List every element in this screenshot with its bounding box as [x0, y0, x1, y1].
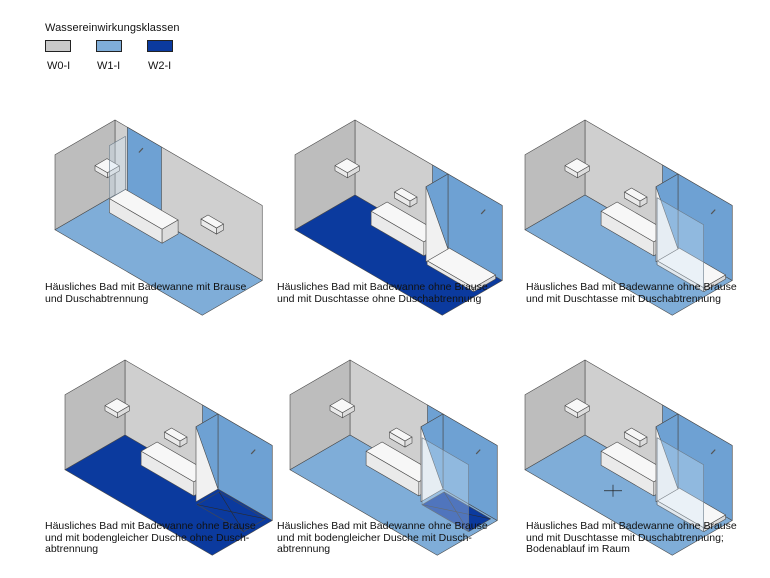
scene-6-illustration — [524, 359, 733, 556]
legend-label-w1: W1-I — [97, 60, 121, 72]
floor — [54, 194, 263, 316]
legend-label-w2: W2-I — [148, 60, 172, 72]
legend-swatch-w0 — [45, 40, 71, 52]
glass-partition — [656, 437, 704, 533]
scene-2-illustration — [294, 119, 503, 316]
scene-1-caption: Häusliches Bad mit Badewanne mit Brause … — [45, 281, 247, 305]
partition-wet — [425, 173, 449, 250]
washbasin-side — [117, 405, 130, 419]
scene-4-illustration — [64, 359, 273, 556]
shower-diagonal — [422, 504, 491, 520]
scene-4-caption: Häusliches Bad mit Badewanne ohne Brause… — [45, 520, 256, 555]
shower-head — [138, 147, 144, 153]
shower-tray-side — [473, 274, 496, 293]
toilet-side — [639, 196, 648, 208]
legend-swatch-w2 — [147, 40, 173, 52]
bathtub-side — [161, 219, 179, 244]
legend-swatch-w1 — [96, 40, 122, 52]
washbasin-side — [577, 405, 590, 419]
legend-label-w0: W0-I — [47, 60, 71, 72]
scene-3-caption: Häusliches Bad mit Badewanne ohne Brause… — [526, 281, 737, 305]
partition-wet — [655, 413, 679, 490]
washbasin-side — [342, 405, 355, 419]
glass-partition — [109, 136, 126, 199]
toilet-side — [179, 436, 188, 448]
washbasin-side — [107, 165, 120, 179]
scene-3-illustration — [524, 119, 733, 316]
shower-head — [475, 449, 481, 455]
glass-partition — [656, 197, 704, 293]
shower-diagonal — [197, 504, 266, 520]
scene-6-caption: Häusliches Bad mit Badewanne ohne Brause… — [526, 520, 737, 555]
scene-5-illustration — [289, 359, 498, 556]
glass-partition — [421, 437, 469, 533]
partition-wet — [655, 173, 679, 250]
shower-head — [480, 209, 486, 215]
shower-head — [250, 449, 256, 455]
scene-5-caption: Häusliches Bad mit Badewanne ohne Brause… — [277, 520, 488, 555]
toilet-side — [216, 223, 224, 235]
toilet-side — [409, 196, 418, 208]
toilet-side — [639, 436, 648, 448]
partition-wet — [420, 413, 444, 490]
shower-head — [710, 209, 716, 215]
washbasin-side — [577, 165, 590, 179]
scene-1-illustration — [54, 119, 263, 316]
shower-head — [710, 449, 716, 455]
partition-wet — [195, 413, 219, 490]
legend-title: Wassereinwirkungsklassen — [45, 22, 180, 34]
scene-2-caption: Häusliches Bad mit Badewanne ohne Brause… — [277, 281, 488, 305]
toilet-side — [404, 436, 413, 448]
washbasin-side — [347, 165, 360, 179]
